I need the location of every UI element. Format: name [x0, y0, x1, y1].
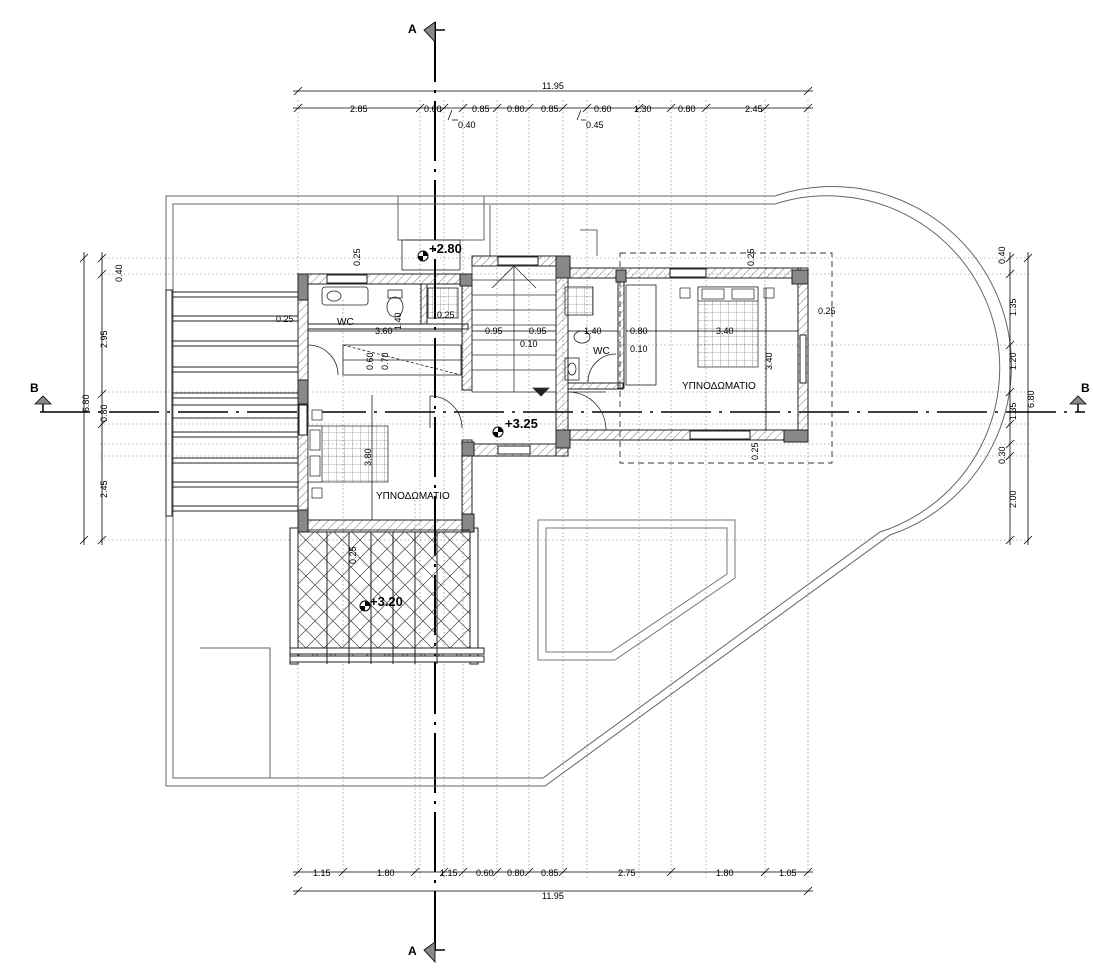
dim-right-0: 0.40	[997, 246, 1007, 264]
dim-right-1: 1.35	[1008, 298, 1018, 316]
sanitary-fixtures	[321, 284, 657, 386]
dim-left-3: 2.45	[99, 480, 109, 498]
dim-int-340-h: 3.40	[716, 326, 734, 336]
room-label-wc-left: WC	[337, 317, 354, 328]
dim-int-060: 0.60	[365, 352, 375, 370]
dim-int-025-a: 0.25	[352, 248, 362, 266]
dim-left-1: 2.95	[99, 330, 109, 348]
dim-top-8: 2.45	[745, 104, 763, 114]
dim-top-2: 0.85	[472, 104, 490, 114]
dim-bottom-3: 0.60	[476, 868, 494, 878]
level-label-roof: +2.80	[429, 241, 462, 256]
level-label-balcony: +3.20	[370, 594, 403, 609]
dim-bottom-2: 1.15	[440, 868, 458, 878]
dim-int-070: 0.70	[380, 352, 390, 370]
dim-int-360: 3.60	[375, 326, 393, 336]
dim-bottom-5: 0.85	[541, 868, 559, 878]
section-label-b-right: B	[1081, 381, 1090, 395]
bottom-dimension-lines	[293, 867, 813, 896]
windows	[298, 256, 807, 455]
top-dimension-lines	[293, 86, 813, 113]
dim-right-5: 2.00	[1008, 490, 1018, 508]
roof-dashed-outline	[619, 252, 833, 464]
dim-top-sub-leaders	[447, 109, 586, 121]
level-label-hall: +3.25	[505, 416, 538, 431]
dim-int-380: 3.80	[363, 448, 373, 466]
dim-right-total: 6.80	[1026, 390, 1036, 408]
dim-int-025-b: 0.25	[276, 314, 294, 324]
wardrobe	[342, 344, 462, 376]
dim-top-7: 0.80	[678, 104, 696, 114]
dim-top-sub-0: 0.40	[458, 120, 476, 130]
reference-gridlines	[100, 100, 1030, 880]
doors	[307, 344, 617, 431]
section-label-a-bottom: A	[408, 944, 417, 958]
left-dimension-lines	[79, 252, 107, 545]
dim-bottom-total: 11.95	[542, 891, 564, 901]
dim-top-total: 11.95	[542, 81, 564, 91]
dim-bottom-8: 1.05	[779, 868, 797, 878]
section-label-b-left: B	[30, 381, 39, 395]
dim-bottom-7: 1.80	[716, 868, 734, 878]
columns	[297, 255, 809, 533]
skylight-shape	[537, 519, 736, 661]
dim-left-2: 0.80	[99, 404, 109, 422]
dim-right-2: 1.20	[1008, 352, 1018, 370]
room-label-wc-right: WC	[593, 346, 610, 357]
dim-top-3: 0.80	[507, 104, 525, 114]
dim-top-1: 0.60	[424, 104, 442, 114]
level-marker-hall	[492, 426, 504, 438]
dim-int-140-b: 1.40	[584, 326, 602, 336]
dim-int-095-b: 0.95	[529, 326, 547, 336]
dim-bottom-6: 2.75	[618, 868, 636, 878]
dim-int-010-a: 0.10	[520, 339, 538, 349]
level-marker-balcony	[359, 600, 371, 612]
dim-int-095-a: 0.95	[485, 326, 503, 336]
level-marker-roof	[401, 239, 461, 271]
interior-dimension-lines	[308, 288, 798, 531]
dim-int-025-f: 0.25	[750, 442, 760, 460]
bed-right	[679, 286, 775, 368]
dim-left-total: 6.80	[81, 394, 91, 412]
section-label-a-top: A	[408, 22, 417, 36]
dim-int-080: 0.80	[630, 326, 648, 336]
dim-bottom-0: 1.15	[313, 868, 331, 878]
dim-int-140-a: 1.40	[393, 312, 403, 330]
dim-top-5: 0.60	[594, 104, 612, 114]
dim-int-025-g: 0.25	[348, 546, 358, 564]
balcony	[289, 527, 485, 665]
bed-left	[307, 409, 389, 499]
dim-top-sub-1: 0.45	[586, 120, 604, 130]
dim-top-4: 0.85	[541, 104, 559, 114]
dim-bottom-1: 1.80	[377, 868, 395, 878]
staircase	[471, 265, 557, 397]
dim-top-6: 1.30	[634, 104, 652, 114]
dim-right-3: 1.35	[1008, 402, 1018, 420]
dim-bottom-4: 0.80	[507, 868, 525, 878]
dim-left-0: 0.40	[114, 264, 124, 282]
dim-int-010-b: 0.10	[630, 344, 648, 354]
dim-right-4: 0.30	[997, 446, 1007, 464]
dim-int-340-v: 3.40	[764, 352, 774, 370]
right-dimension-lines	[1005, 252, 1033, 545]
dim-int-025-e: 0.25	[818, 306, 836, 316]
room-label-bedroom-left: ΥΠΝΟΔΩΜΑΤΙΟ	[376, 491, 450, 502]
dim-int-025-d: 0.25	[746, 248, 756, 266]
room-label-bedroom-right: ΥΠΝΟΔΩΜΑΤΙΟ	[682, 381, 756, 392]
dim-top-0: 2.85	[350, 104, 368, 114]
section-line-a	[423, 21, 445, 964]
dim-int-025-c: 0.25	[437, 310, 455, 320]
